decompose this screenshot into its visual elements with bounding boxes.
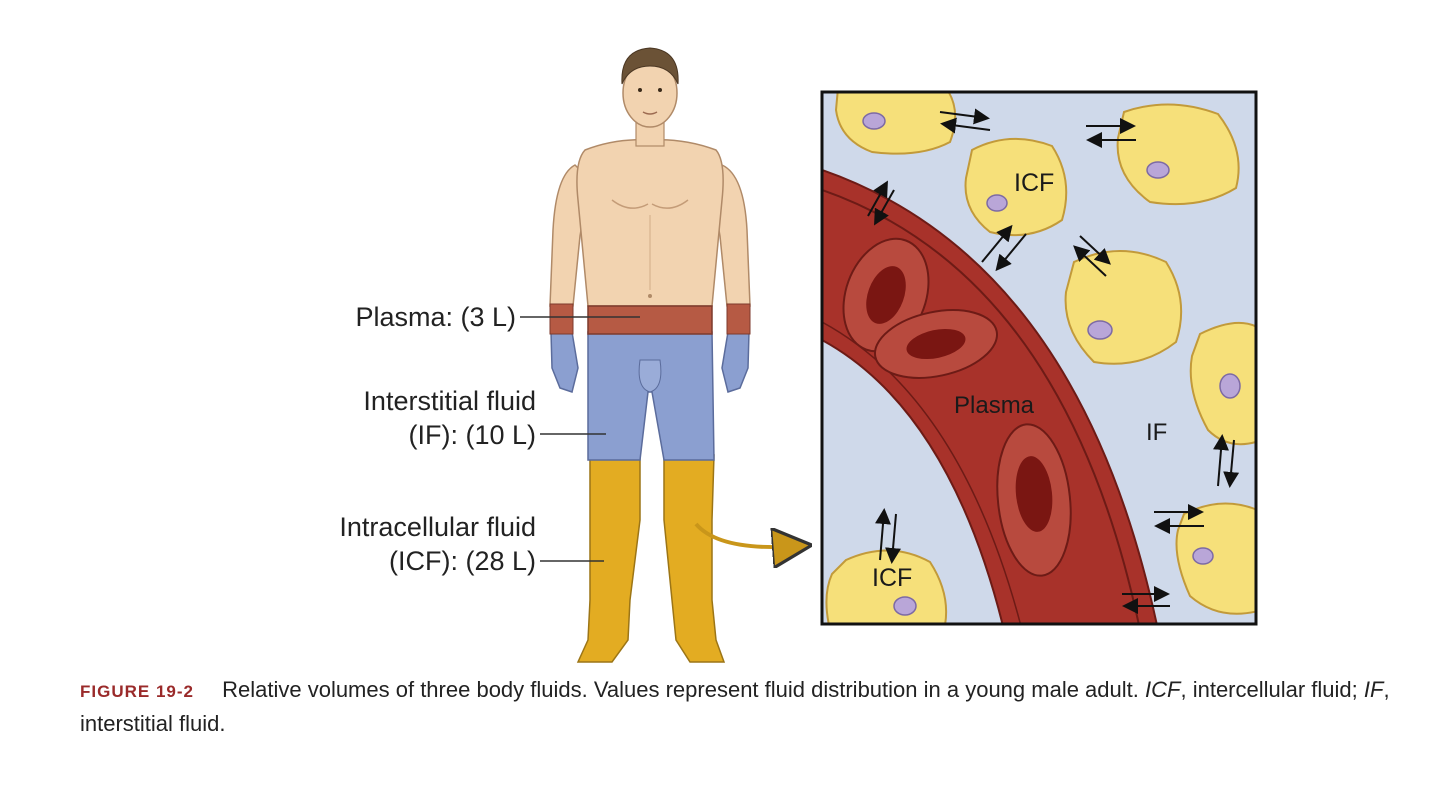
label-interstitial: Interstitial fluid (IF): (10 L) <box>290 384 536 452</box>
exchange-arrows <box>867 108 1240 614</box>
human-figure <box>549 47 751 663</box>
label-intracellular-line2: (ICF): (28 L) <box>388 546 536 576</box>
hand-right-interstitial <box>721 331 750 393</box>
caption-if-text: interstitial fluid. <box>80 711 226 736</box>
label-interstitial-line1: Interstitial fluid <box>363 386 536 416</box>
inset-label-plasma: Plasma <box>954 392 1035 419</box>
hair <box>621 47 679 85</box>
inset-label-if: IF <box>1146 419 1167 446</box>
figure-caption: FIGURE 19-2 Relative volumes of three bo… <box>80 677 1390 736</box>
caption-main-text: Relative volumes of three body fluids. V… <box>222 677 1139 702</box>
label-interstitial-line2: (IF): (10 L) <box>408 420 536 450</box>
label-plasma-text: Plasma: (3 L) <box>355 302 516 332</box>
legs-intracellular <box>576 454 641 663</box>
waist-plasma-band <box>587 305 713 335</box>
hand-left-interstitial <box>550 331 579 393</box>
inset-panel: ICF Plasma IF ICF <box>820 90 1258 626</box>
red-blood-cells <box>842 237 1072 577</box>
tissue-cells <box>825 92 1256 624</box>
caption-abbr-icf: ICF <box>1145 677 1181 702</box>
torso-interstitial <box>587 331 715 461</box>
magnify-arrow <box>694 522 800 547</box>
inset-label-icf-top: ICF <box>1014 169 1054 197</box>
caption-abbr-if: IF <box>1363 677 1384 702</box>
figure-label: FIGURE 19-2 <box>80 682 194 701</box>
label-intracellular: Intracellular fluid (ICF): (28 L) <box>290 510 536 578</box>
label-intracellular-line1: Intracellular fluid <box>339 512 536 542</box>
inset-label-icf-bottom: ICF <box>872 564 912 592</box>
caption-icf-text: intercellular fluid; <box>1192 677 1358 702</box>
label-plasma: Plasma: (3 L) <box>300 300 516 334</box>
